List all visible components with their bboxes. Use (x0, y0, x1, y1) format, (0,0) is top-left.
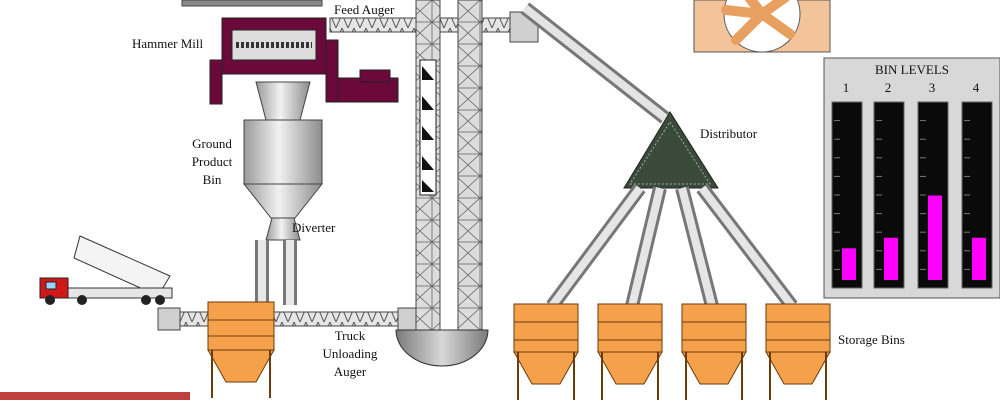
distributor (623, 111, 719, 189)
label-feed-auger: Feed Auger (334, 2, 395, 17)
label-storage-bins: Storage Bins (838, 332, 905, 347)
label-truck-unloading-auger-1: Truck (335, 328, 366, 343)
storage-bins (513, 303, 831, 400)
fan-icon (693, 0, 831, 53)
bin-level-label-2: 2 (885, 80, 892, 95)
bin-level-fill-3 (928, 195, 942, 280)
bin-level-label-1: 1 (843, 80, 850, 95)
storage-bin-1 (513, 303, 579, 400)
bin-level-gauges (831, 101, 993, 289)
label-ground-product-bin-3: Bin (203, 172, 222, 187)
bin-level-fill-4 (972, 237, 986, 280)
label-truck-unloading-auger-3: Auger (334, 364, 367, 379)
bottom-strip (0, 392, 190, 400)
hammer-mill (209, 17, 399, 105)
bin-levels-title: BIN LEVELS (875, 62, 949, 77)
bin-level-label-3: 3 (929, 80, 936, 95)
truck-unloading-auger (157, 307, 421, 331)
label-distributor: Distributor (700, 126, 758, 141)
bucket-elevator (395, 0, 489, 367)
bin-level-label-4: 4 (973, 80, 980, 95)
hopper-top (181, 0, 323, 7)
label-diverter: Diverter (292, 220, 336, 235)
ground-product-bin (242, 81, 324, 219)
label-truck-unloading-auger-2: Unloading (323, 346, 378, 361)
truck-receiving-bin (207, 301, 275, 398)
storage-bin-4 (765, 303, 831, 400)
label-ground-product-bin-2: Product (192, 154, 233, 169)
label-ground-product-bin-1: Ground (192, 136, 232, 151)
label-hammer-mill: Hammer Mill (132, 36, 204, 51)
diverter (255, 217, 301, 305)
distributor-pipes (546, 183, 798, 311)
truck-icon (39, 235, 173, 305)
storage-bin-2 (597, 303, 663, 400)
storage-bin-3 (681, 303, 747, 400)
bin-level-fill-2 (884, 237, 898, 280)
distributor-chute (520, 2, 670, 124)
bin-level-fill-1 (842, 248, 856, 280)
bin-levels-panel: BIN LEVELS 1 2 3 4 (823, 57, 1000, 299)
